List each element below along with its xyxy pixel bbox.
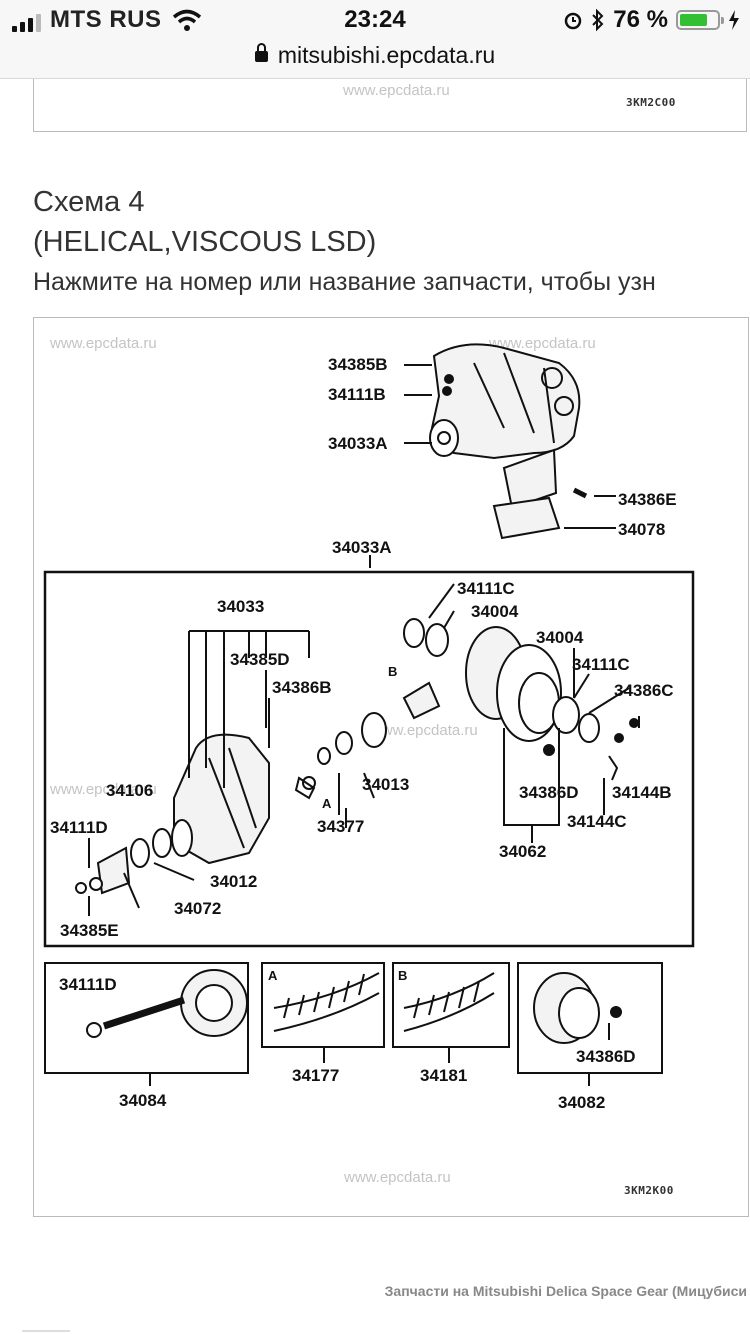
callout-letter: B xyxy=(388,664,397,679)
parts-diagram: www.epcdata.ru www.epcdata.ru www.epcdat… xyxy=(33,317,749,1217)
part-number-34082[interactable]: 34082 xyxy=(558,1093,605,1112)
diagram-code: 3KM2K00 xyxy=(624,1184,674,1197)
section-subtitle: (HELICAL,VISCOUS LSD) xyxy=(33,226,377,258)
diagram-code: 3KM2C00 xyxy=(626,96,676,109)
callout-letter: B xyxy=(398,968,407,983)
watermark: www.epcdata.ru xyxy=(50,781,157,798)
part-number-34386d[interactable]: 34386D xyxy=(576,1047,636,1066)
part-number-34111d[interactable]: 34111D xyxy=(59,975,117,994)
watermark: www.epcdata.ru xyxy=(50,335,157,352)
part-number-34377[interactable]: 34377 xyxy=(317,817,364,836)
lock-icon xyxy=(254,43,268,63)
part-number-34385d[interactable]: 34385D xyxy=(230,650,290,669)
previous-diagram-frame: www.epcdata.ru 3KM2C00 xyxy=(33,79,747,132)
part-number-34386d[interactable]: 34386D xyxy=(519,783,579,802)
address-bar[interactable]: mitsubishi.epcdata.ru xyxy=(0,40,750,79)
instruction-text: Нажмите на номер или название запчасти, … xyxy=(33,268,656,296)
alarm-icon xyxy=(565,12,582,30)
part-number-34012[interactable]: 34012 xyxy=(210,872,257,891)
part-number-34386b[interactable]: 34386B xyxy=(272,678,332,697)
part-number-34084[interactable]: 34084 xyxy=(119,1091,167,1110)
divider xyxy=(22,1330,70,1332)
callout-letter: A xyxy=(322,796,332,811)
clock: 23:24 xyxy=(344,6,406,33)
section-title: Схема 4 xyxy=(33,186,145,218)
part-number-34078[interactable]: 34078 xyxy=(618,520,665,539)
callout-letter: A xyxy=(268,968,278,983)
part-number-34013[interactable]: 34013 xyxy=(362,775,409,794)
part-number-34181[interactable]: 34181 xyxy=(420,1066,467,1085)
bluetooth-icon xyxy=(592,9,604,31)
battery-percent: 76 % xyxy=(613,6,668,33)
exploded-view: 34385B 34111B 34033A 34386E 34078 34033A… xyxy=(43,343,695,1112)
watermark: www.epcdata.ru xyxy=(344,1169,451,1186)
watermark: www.epcdata.ru xyxy=(371,722,478,739)
part-number-34177[interactable]: 34177 xyxy=(292,1066,339,1085)
part-number-34144b[interactable]: 34144B xyxy=(612,783,672,802)
part-number-34144c[interactable]: 34144C xyxy=(567,812,627,831)
wifi-icon xyxy=(172,9,202,31)
part-number-34111b[interactable]: 34111B xyxy=(328,385,386,404)
battery-icon xyxy=(676,10,724,30)
part-number-34386e[interactable]: 34386E xyxy=(618,490,677,509)
part-number-34111c[interactable]: 34111C xyxy=(572,655,630,674)
url-text: mitsubishi.epcdata.ru xyxy=(277,42,496,68)
watermark: www.epcdata.ru xyxy=(489,335,596,352)
part-number-34033[interactable]: 34033 xyxy=(217,597,264,616)
status-right: 76 % xyxy=(563,6,740,34)
part-number-34004[interactable]: 34004 xyxy=(536,628,584,647)
charging-bolt-icon xyxy=(729,10,739,30)
part-number-34385b[interactable]: 34385B xyxy=(328,355,388,374)
part-number-34004[interactable]: 34004 xyxy=(471,602,519,621)
part-number-34033a[interactable]: 34033A xyxy=(328,434,388,453)
part-number-34111d[interactable]: 34111D xyxy=(50,818,108,837)
part-number-34062[interactable]: 34062 xyxy=(499,842,546,861)
watermark: www.epcdata.ru xyxy=(343,82,450,99)
footer-link[interactable]: Запчасти на Mitsubishi Delica Space Gear… xyxy=(384,1283,747,1299)
carrier-name: MTS RUS xyxy=(50,6,162,33)
part-number-34033a[interactable]: 34033A xyxy=(332,538,392,557)
part-number-34072[interactable]: 34072 xyxy=(174,899,221,918)
cellular-signal-icon xyxy=(12,14,41,32)
part-number-34106[interactable]: 34106 xyxy=(106,781,153,800)
status-bar: MTS RUS 23:24 76 % xyxy=(0,0,750,44)
part-number-34386c[interactable]: 34386C xyxy=(614,681,674,700)
part-number-34111c[interactable]: 34111C xyxy=(457,579,515,598)
part-number-34385e[interactable]: 34385E xyxy=(60,921,119,940)
